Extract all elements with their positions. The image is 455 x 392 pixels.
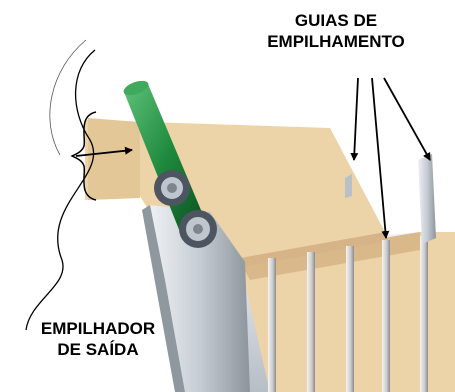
left-curve-2 [49,39,87,156]
stacking-guide-rods [268,236,428,392]
guide-rod [268,258,276,392]
guide-rod [382,240,390,392]
output-stacker-label-line1: EMPILHADOR [40,319,156,338]
output-stacker-label: EMPILHADOR DE SAÍDA [8,318,188,360]
guide-arrow-1 [350,77,359,161]
front-frame [150,205,250,392]
guide-rod [420,236,428,392]
bracket-icon [70,111,97,201]
stacking-guides-label-line2: EMPILHAMENTO [267,32,405,51]
guide-rod [346,246,354,392]
roller-end-caps [154,170,217,248]
arrow-to-roller [75,146,133,157]
back-guide-plate [345,174,352,198]
output-stacker-label-line2: DE SAÍDA [57,340,139,359]
stacking-guides-label: GUIAS DE EMPILHAMENTO [236,10,436,52]
front-frame-edge [142,205,185,392]
guide-rod [307,252,315,392]
paper-sheet-entering [88,118,140,200]
guide-arrow-3 [383,77,431,161]
guide-arrow-2 [371,77,390,239]
stacking-guides-label-line1: GUIAS DE [294,11,378,30]
left-curve-1 [25,49,96,331]
right-guide-plate [418,154,436,244]
paper-stack-shadow [240,232,420,280]
